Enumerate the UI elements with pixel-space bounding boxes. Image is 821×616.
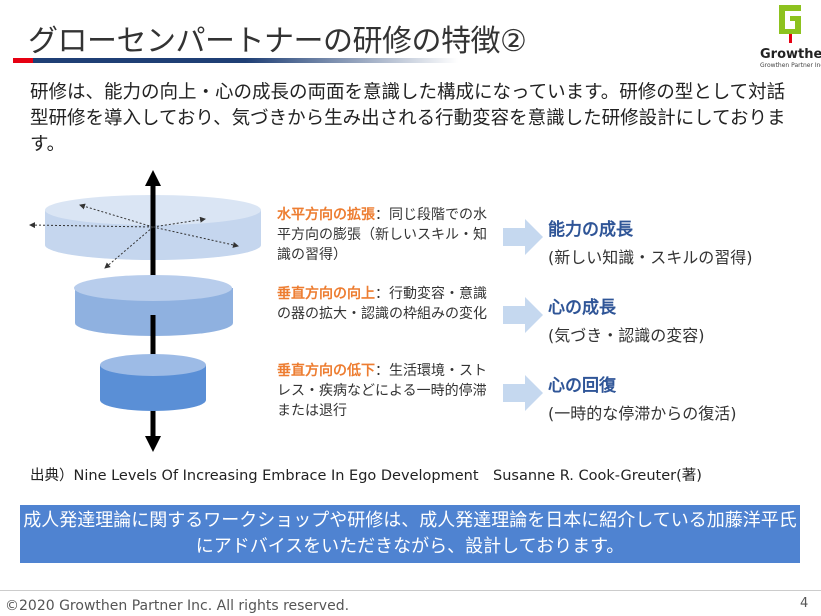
arrow-right-icon [503,297,543,333]
footer-divider [0,590,821,591]
page-number: 4 [800,596,809,611]
description-horizontal: 水平方向の拡張：同じ段階での水平方向の膨張（新しいスキル・知識の習得） [277,205,497,265]
description-text: ：行動変容・意識の器の拡大・認識の枠組みの変化 [277,286,487,322]
note-box: 成人発達理論に関するワークショップや研修は、成人発達理論を日本に紹介している加藤… [20,505,800,563]
arrow-right-icon [503,375,543,411]
result-recovery: 心の回復 (一時的な停滞からの復活) [548,371,737,424]
copyright: ©2020 Growthen Partner Inc. All rights r… [5,598,350,614]
description-heading: 垂直方向の低下 [277,363,375,379]
result-title: 能力の成長 [548,220,633,240]
cylinder-middle [74,275,233,336]
description-text: ：同じ段階での水平方向の膨張（新しいスキル・知識の習得） [277,207,487,263]
arrow-right-icon [503,219,543,255]
title-rule-red [13,58,33,63]
page-title: グローセンパートナーの研修の特徴② [28,24,527,59]
result-title: 心の回復 [548,376,616,396]
result-sub: (新しい知識・スキルの習得) [548,248,753,267]
arrow-down-icon [145,436,161,452]
title-rule-blue [33,58,458,63]
arrow-up-icon [145,170,161,186]
logo-mark-icon [779,5,801,43]
result-title: 心の成長 [548,298,616,318]
result-ability: 能力の成長 (新しい知識・スキルの習得) [548,215,753,268]
result-sub: (気づき・認識の変容) [548,326,705,345]
description-vertical-up: 垂直方向の向上：行動変容・意識の器の拡大・認識の枠組みの変化 [277,284,497,324]
cylinder-bottom [100,354,206,411]
horizontal-expansion-arrows [29,203,239,269]
result-sub: (一時的な停滞からの復活) [548,404,737,423]
growthen-logo: Growthen Growthen Partner Inc. [760,2,821,72]
result-mind: 心の成長 (気づき・認識の変容) [548,293,705,346]
description-heading: 水平方向の拡張 [277,207,375,223]
description-heading: 垂直方向の向上 [277,286,375,302]
description-text: ：生活環境・ストレス・疾病などによる一時的停滞または退行 [277,363,487,419]
growth-cylinders-diagram [29,170,261,452]
intro-paragraph: 研修は、能力の向上・心の成長の両面を意識した構成になっています。研修の型として対… [30,82,786,155]
citation: 出典）Nine Levels Of Increasing Embrace In … [30,468,702,484]
description-vertical-down: 垂直方向の低下：生活環境・ストレス・疾病などによる一時的停滞または退行 [277,361,497,421]
logo-name: Growthen [760,47,821,62]
logo-sub: Growthen Partner Inc. [760,62,821,69]
